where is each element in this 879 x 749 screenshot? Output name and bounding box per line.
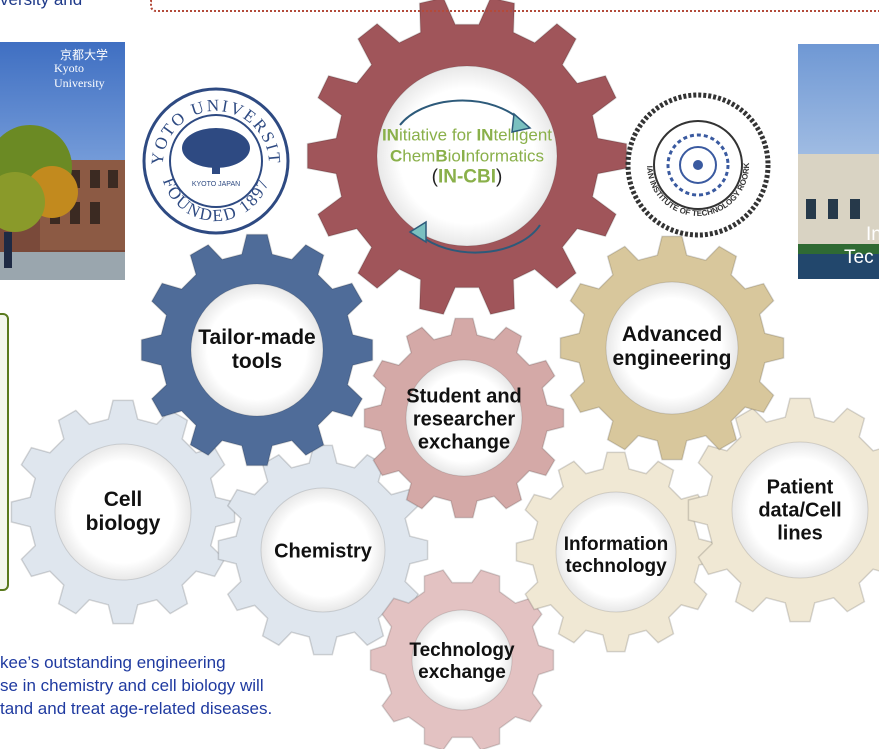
gear-hole-patient-data <box>731 441 869 579</box>
gear-hole-student-researcher-exchange <box>405 359 523 477</box>
iit-roorkee-seal: INDIAN INSTITUTE OF TECHNOLOGY ROORKEE <box>625 92 771 238</box>
iit-roorkee-photo: In Tec <box>798 44 879 279</box>
gear-shape-student-researcher-exchange <box>363 317 565 519</box>
bottom-text-line-1: kee’s outstanding engineering <box>0 653 226 672</box>
gear-information-technology: Information technology <box>563 534 669 577</box>
green-panel-edge <box>0 313 9 591</box>
central-gear-label: INitiative for INtelligent ChemBioInform… <box>381 125 553 188</box>
gear-hole-advanced-engineering <box>605 281 739 415</box>
gear-shape-advanced-engineering <box>559 235 785 461</box>
gear-shape-cell-biology <box>10 399 236 625</box>
iitr-caption-line2: Tec <box>844 247 874 268</box>
gear-cell-biology: Cell biology <box>85 487 161 535</box>
gear-hole-central-ingear <box>376 65 558 247</box>
gear-hole-cell-biology <box>54 443 192 581</box>
gear-shape-tailor-made-tools <box>140 233 374 467</box>
gear-hole-chemistry <box>260 487 386 613</box>
gear-hole-technology-exchange <box>411 609 513 711</box>
gear-tailor-made-tools: Tailor-made tools <box>198 325 316 373</box>
bottom-text-line-3: tand and treat age-related diseases. <box>0 699 273 718</box>
gear-shape-chemistry <box>217 444 429 656</box>
gear-patient-data-cell-lines: Patient data/Cell lines <box>758 476 842 545</box>
cycle-arrows-icon <box>399 99 541 254</box>
gear-advanced-engineering: Advanced engineering <box>612 322 732 370</box>
kyoto-caption-en: Kyoto University <box>54 61 105 90</box>
iitr-caption-line1: In <box>866 224 879 245</box>
gear-hole-tailor-made-tools <box>190 283 324 417</box>
gear-student-researcher-exchange: Student and researcher exchange <box>406 385 522 454</box>
gear-hole-information-technology <box>555 491 677 613</box>
gear-shape-central-ingear <box>306 0 628 316</box>
seal-center-text: KYOTO JAPAN <box>192 181 240 188</box>
gear-technology-exchange: Technology exchange <box>409 640 515 683</box>
kyoto-university-seal: KYOTO UNIVERSITY FOUNDED 1897 KYOTO JAPA… <box>141 86 290 235</box>
dotted-frame <box>150 0 879 12</box>
kyoto-caption-jp: 京都大学 <box>60 48 109 62</box>
bottom-text-line-2: se in chemistry and cell biology will <box>0 676 264 695</box>
gear-shape-technology-exchange <box>369 569 555 749</box>
gear-shape-patient-data <box>687 397 879 623</box>
kyoto-university-photo: 京都大学 Kyoto University <box>0 42 125 280</box>
header-fragment: versity and <box>0 0 82 10</box>
gear-chemistry: Chemistry <box>274 540 372 563</box>
gear-shape-information-technology <box>515 451 717 653</box>
